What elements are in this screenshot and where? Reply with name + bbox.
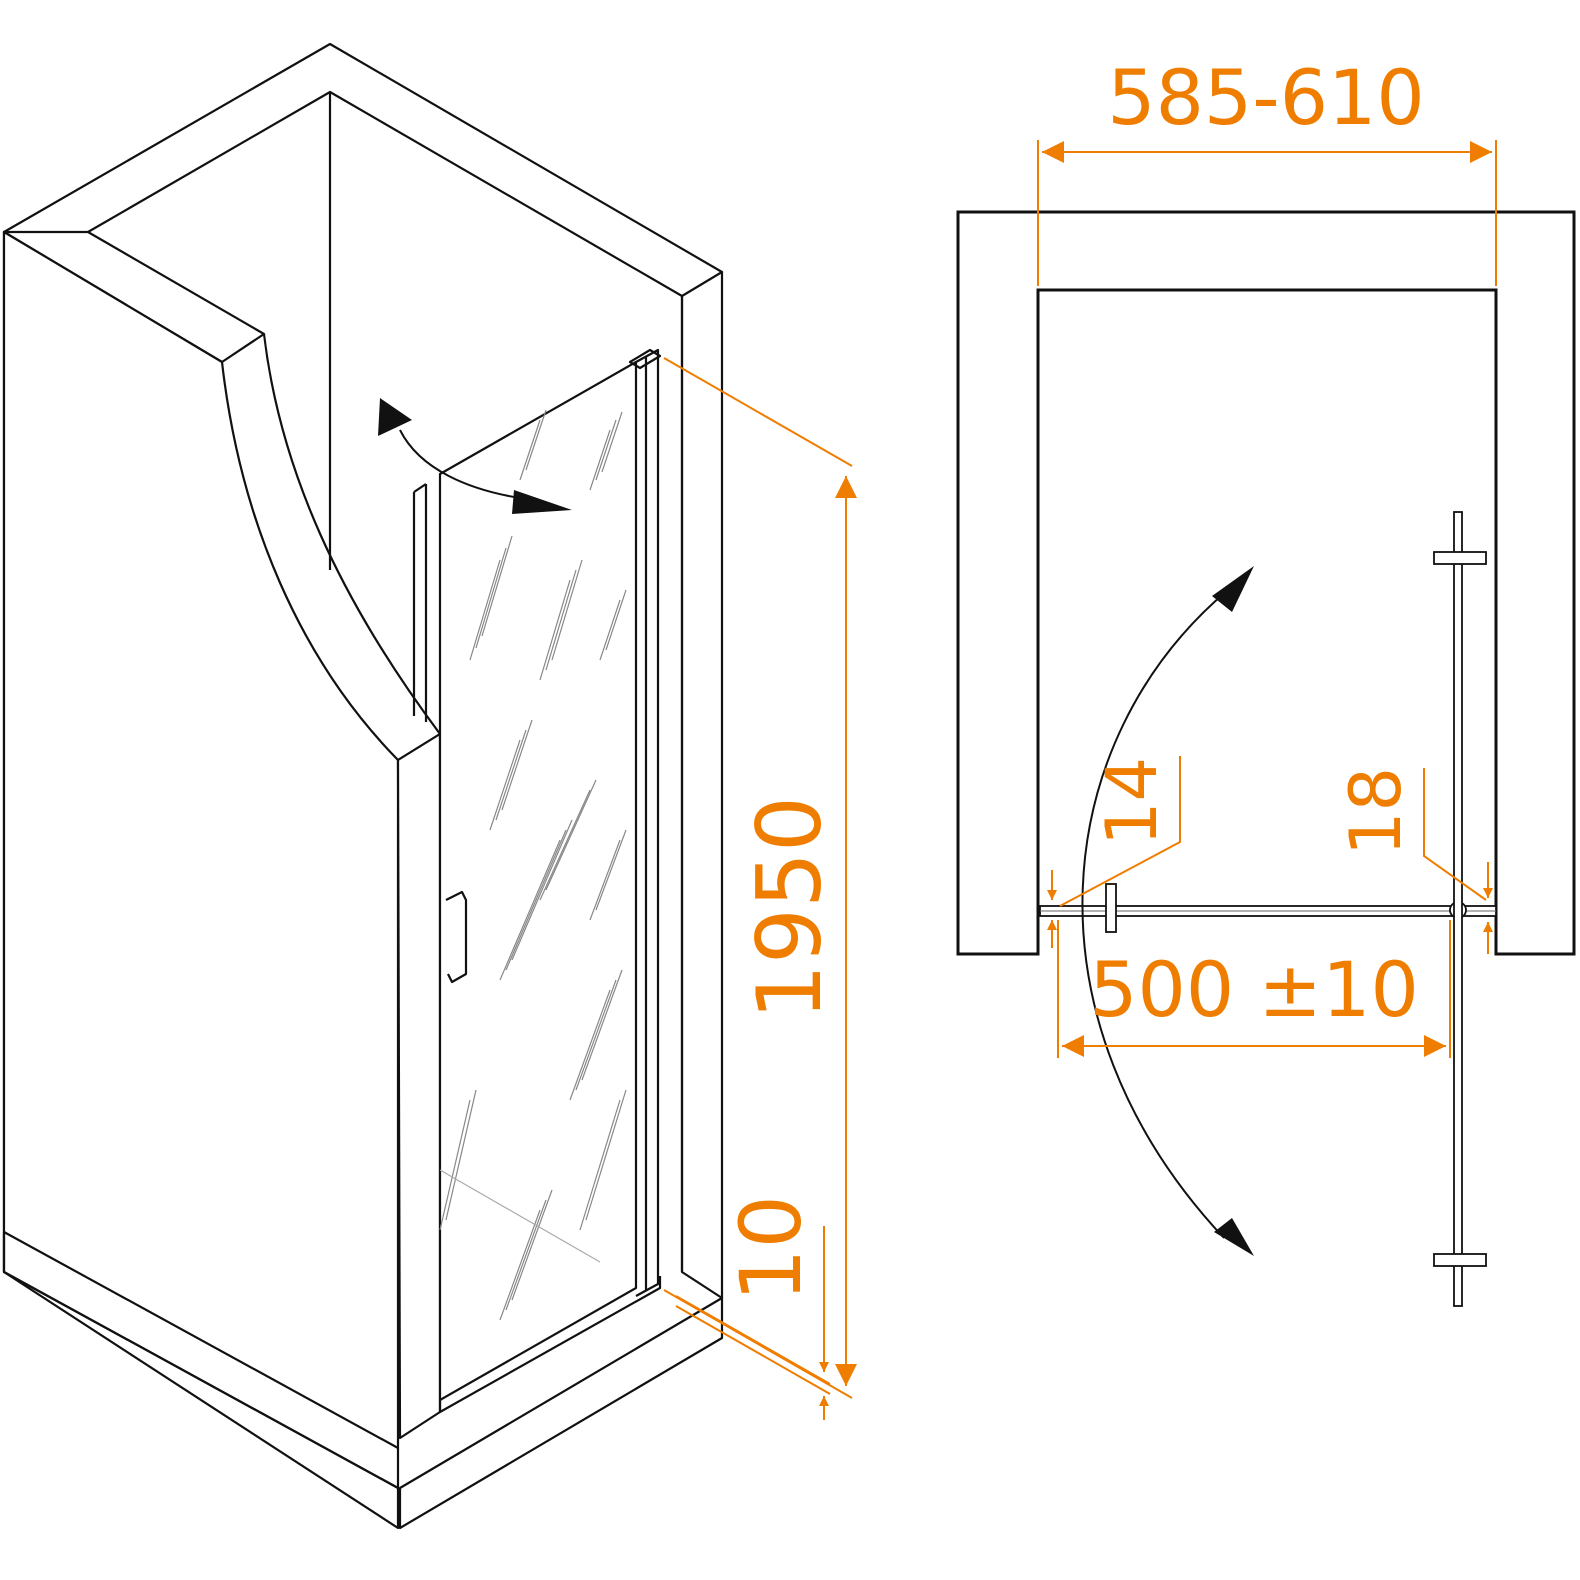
plan-wall-outline xyxy=(956,210,1576,956)
plan-door-closed xyxy=(1039,883,1497,933)
arrow-head-right-icon xyxy=(512,490,572,514)
bottom-gap-label: 10 xyxy=(722,1195,820,1302)
plinth-top-edge xyxy=(3,1231,399,1449)
top-cap xyxy=(628,348,662,370)
leader-14 xyxy=(1059,756,1181,907)
height-ext-top xyxy=(663,357,853,467)
cutaway-curve-inner xyxy=(262,333,442,761)
hinge-profile xyxy=(412,483,428,722)
hinge-profile-label: 14 xyxy=(1091,757,1173,846)
plan-door-open xyxy=(1433,511,1487,1307)
isometric-view xyxy=(2,42,724,1530)
plan-view xyxy=(956,210,1576,1307)
left-wall-front xyxy=(396,732,442,1440)
arrow-head-up-icon xyxy=(378,398,412,436)
bottom-seal xyxy=(438,1276,662,1414)
door-open-handle-top xyxy=(1433,551,1487,565)
curved-double-arrow-icon xyxy=(1081,589,1229,1239)
wall-profile-label: 18 xyxy=(1335,767,1417,856)
door-open-handle-bottom xyxy=(1433,1253,1487,1267)
arc-arrow-bottom-icon xyxy=(1214,1218,1254,1256)
arc-arrow-top-icon xyxy=(1212,566,1254,612)
door-width-label: 500 ±10 xyxy=(1089,945,1419,1034)
gap-ext-2 xyxy=(675,1305,831,1395)
plan-dimensions xyxy=(1037,140,1497,1058)
glass-hatch xyxy=(439,409,627,1321)
gap-ext-1 xyxy=(675,1295,831,1385)
door-handle-icon xyxy=(445,890,468,984)
leader-18 xyxy=(1423,768,1487,901)
opening-width-label: 585-610 xyxy=(1107,53,1425,142)
isometric-dimensions xyxy=(663,357,857,1420)
plinth-right xyxy=(398,1298,724,1530)
base-plinth xyxy=(2,1232,400,1528)
door-height-label: 1950 xyxy=(738,796,841,1020)
door-handle-plan xyxy=(1105,883,1117,933)
curved-double-arrow-icon xyxy=(399,429,521,499)
floor-reflection-line xyxy=(439,1169,601,1263)
door-open-glass xyxy=(1453,511,1463,1307)
